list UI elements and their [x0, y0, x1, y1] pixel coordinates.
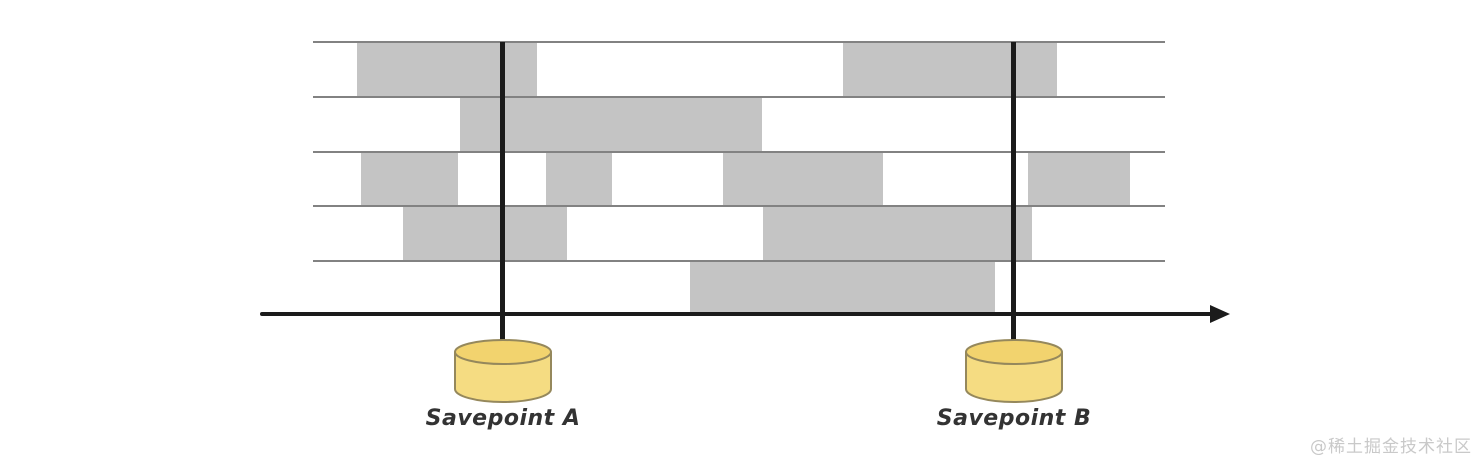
task-interval-bar	[1028, 152, 1130, 206]
task-interval-bar	[357, 42, 537, 97]
task-interval-bar	[361, 152, 458, 206]
database-cylinder-icon	[454, 339, 552, 403]
lane-line	[313, 260, 1165, 262]
task-interval-bar	[723, 152, 883, 206]
savepoint-marker-line	[500, 42, 505, 341]
watermark-text: @稀土掘金技术社区	[1310, 437, 1472, 457]
savepoint-group-b: Savepoint B	[914, 42, 1114, 442]
database-cylinder-icon	[965, 339, 1063, 403]
task-interval-bar	[843, 42, 1057, 97]
task-interval-bar	[763, 206, 1032, 261]
savepoint-group-a: Savepoint A	[403, 42, 603, 442]
lane-line	[313, 96, 1165, 98]
savepoint-label: Savepoint B	[936, 406, 1092, 431]
task-interval-bar	[546, 152, 612, 206]
lane-line	[313, 41, 1165, 43]
task-interval-bar	[403, 206, 567, 261]
time-axis-line	[260, 312, 1214, 316]
task-interval-bar	[690, 261, 995, 314]
savepoint-marker-line	[1011, 42, 1016, 341]
time-axis-arrowhead-icon	[1210, 305, 1230, 323]
lane-line	[313, 205, 1165, 207]
task-interval-bar	[460, 97, 762, 152]
lane-line	[313, 151, 1165, 153]
savepoint-label: Savepoint A	[425, 406, 581, 431]
